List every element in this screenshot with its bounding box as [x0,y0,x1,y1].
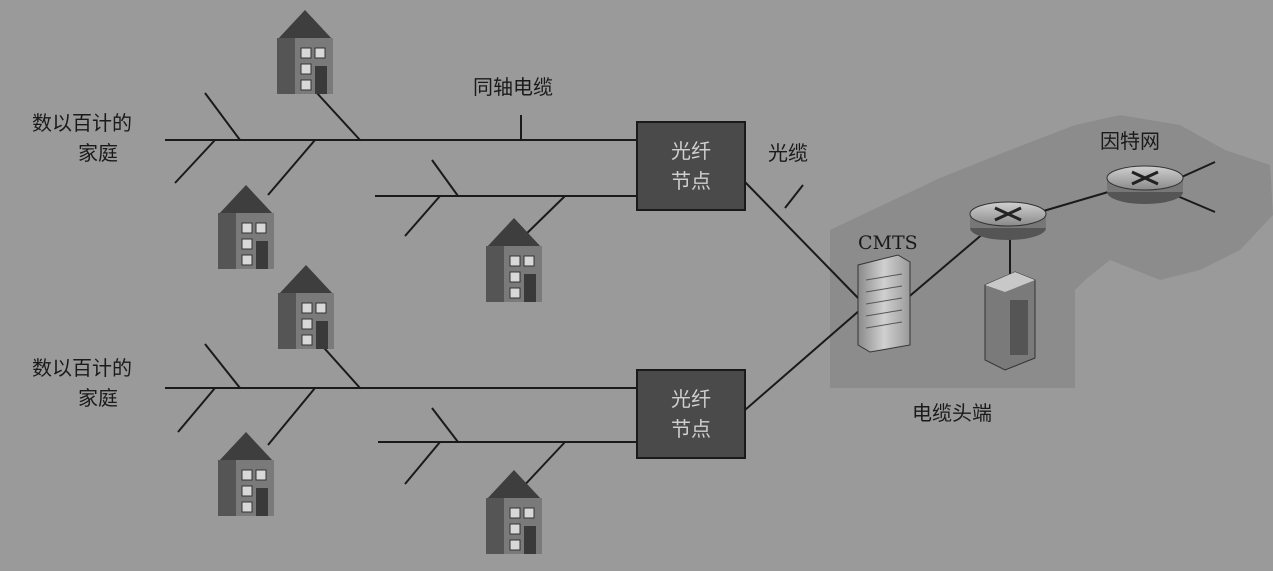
headend-router-icon [969,201,1047,240]
internet-label: 因特网 [1100,129,1160,153]
fiber-node-bottom-line2: 节点 [671,417,711,441]
fiber-node-bottom-line1: 光纤 [671,387,711,411]
homes-bottom-label-line1: 数以百计的 [32,356,132,380]
internet-router-icon [1106,165,1184,204]
cmts-label: CMTS [858,232,918,254]
headend-label: 电缆头端 [912,401,992,425]
server-icon [984,271,1036,371]
bottom-coax-network [165,329,637,491]
house-icon [276,9,334,95]
house-icon [277,264,335,350]
fiber-node-top-line2: 节点 [671,169,711,193]
fiber-node-top [636,121,746,211]
house-icon [485,217,543,303]
homes-bottom-label-line2: 家庭 [78,386,118,410]
fiber-node-top-line1: 光纤 [671,139,711,163]
house-icon [485,469,543,555]
fiber-cable-label: 光缆 [768,141,808,165]
coax-label: 同轴电缆 [473,75,553,99]
fiber-cables [744,181,861,411]
fiber-node-bottom-label: 光纤 节点 [636,384,746,444]
house-icon [217,184,275,270]
fiber-node-bottom [636,369,746,459]
house-icon [217,431,275,517]
fiber-node-top-label: 光纤 节点 [636,136,746,196]
homes-top-label-line1: 数以百计的 [32,111,132,135]
homes-top-label-line2: 家庭 [78,141,118,165]
cmts-rack [857,254,911,353]
